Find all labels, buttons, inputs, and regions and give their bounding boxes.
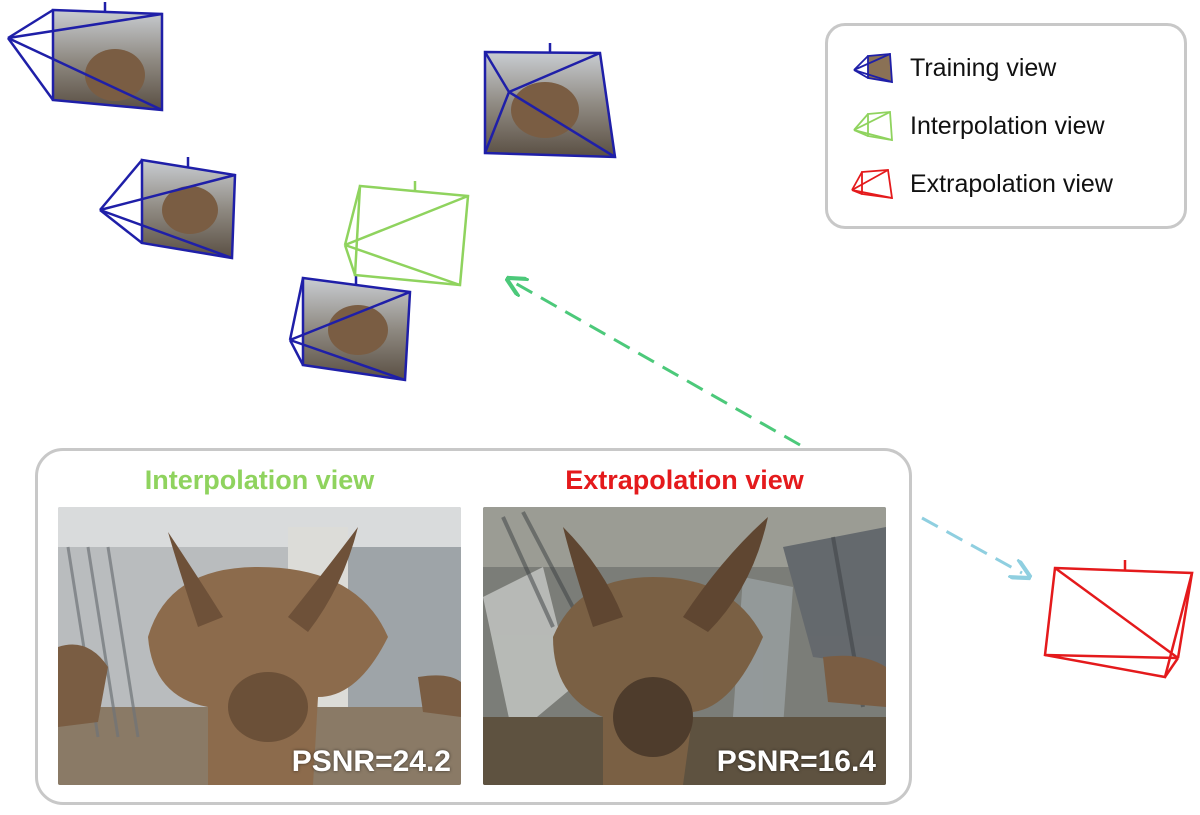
legend-label-training: Training view (910, 53, 1057, 82)
legend-item-training: Training view (848, 48, 1056, 88)
interpolation-arrow (515, 283, 801, 447)
legend-item-extrapolation: Extrapolation view (848, 164, 1113, 204)
interpolation-title: Interpolation view (144, 465, 375, 495)
interpolation-camera (343, 181, 470, 287)
legend-label-extrapolation: Extrapolation view (910, 169, 1113, 198)
legend-label-interpolation: Interpolation view (910, 111, 1105, 140)
training-camera-3 (99, 157, 237, 260)
legend: Training view Interpolation view Extrapo… (825, 23, 1187, 229)
extrapolation-camera (1043, 560, 1194, 679)
interpolation-render-image: PSNR=24.2 (58, 507, 461, 785)
extrapolation-render-image: PSNR=16.4 (483, 507, 886, 785)
training-camera-2 (483, 43, 617, 159)
extrapolation-psnr: PSNR=16.4 (716, 745, 876, 778)
training-camera-4 (288, 275, 412, 382)
training-camera-icon (853, 53, 893, 84)
extrapolation-arrow (921, 516, 1022, 573)
legend-item-interpolation: Interpolation view (848, 106, 1105, 146)
training-camera-1 (6, 2, 164, 112)
extrapolation-title: Extrapolation view (565, 465, 804, 495)
interpolation-camera-icon (853, 111, 893, 142)
results-panel: Interpolation view PSNR=24.2 Extrapolati… (35, 448, 912, 805)
interpolation-psnr: PSNR=24.2 (291, 745, 451, 778)
extrapolation-camera-icon (851, 169, 894, 200)
